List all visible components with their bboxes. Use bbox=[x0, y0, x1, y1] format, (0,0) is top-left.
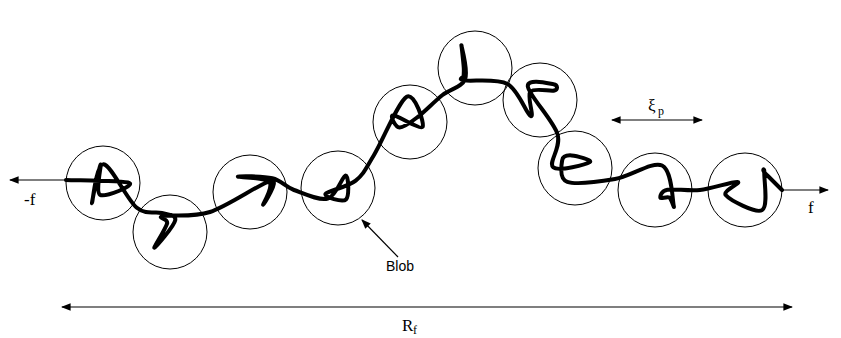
blob-circle bbox=[503, 63, 577, 137]
blob-size-subscript: p bbox=[657, 105, 665, 117]
extension-subscript: f bbox=[412, 324, 418, 336]
leader-arrow bbox=[362, 220, 398, 257]
dimension-arrow bbox=[612, 119, 702, 120]
blob-circles bbox=[66, 31, 782, 269]
force-label: f bbox=[806, 198, 816, 217]
force-arrow bbox=[782, 189, 828, 190]
blob-circle bbox=[708, 153, 782, 227]
blob-circle bbox=[438, 31, 512, 105]
force-arrow bbox=[10, 179, 66, 180]
polymer-chain bbox=[66, 45, 782, 248]
force-label: -f bbox=[22, 190, 37, 209]
dimension-arrow bbox=[62, 306, 792, 307]
blob-size-symbol: ξ bbox=[646, 96, 658, 115]
blob-label: Blob bbox=[384, 258, 416, 274]
